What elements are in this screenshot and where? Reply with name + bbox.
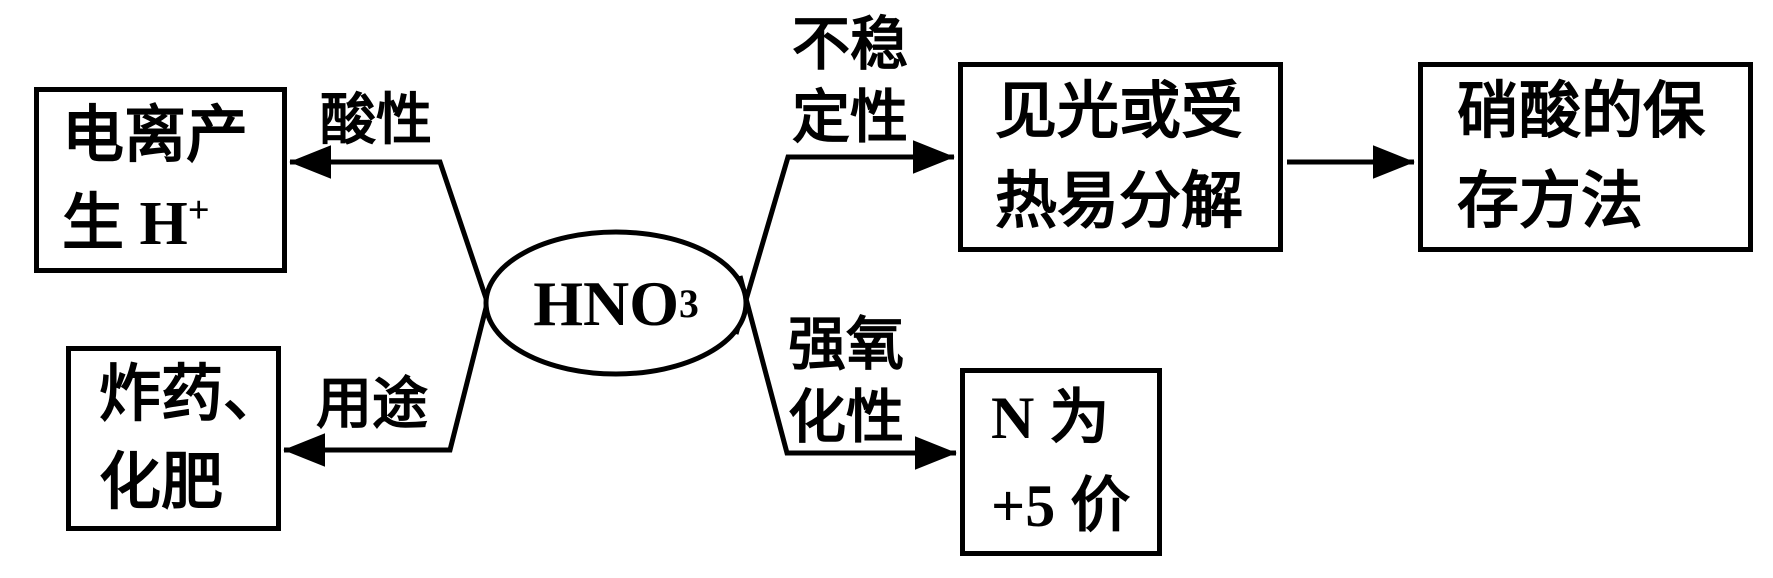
box-storage: 硝酸的保 存方法	[1418, 62, 1753, 252]
label-instability-line2: 定性	[792, 85, 909, 150]
box-ionization-line2: 生 H+	[62, 180, 210, 268]
center-ellipse	[483, 229, 749, 377]
formula-main: HNO	[533, 268, 679, 339]
box-uses-line2: 化肥	[99, 448, 224, 517]
label-acidity: 酸性	[320, 90, 432, 152]
box-uses: 炸药、 化肥	[66, 346, 285, 531]
label-instability: 不稳 定性	[792, 8, 908, 154]
box-uses-line1: 炸药、	[99, 360, 286, 429]
label-oxidizing: 强氧 化性	[788, 308, 904, 454]
arrow-instability	[733, 140, 955, 335]
arrow-acidity	[289, 145, 497, 323]
arrow-uses	[283, 283, 495, 467]
label-uses: 用途	[316, 374, 428, 436]
box-valence-line2: +5 价	[991, 473, 1131, 539]
label-instability-line1: 不稳	[792, 12, 909, 77]
box-valence: N 为 +5 价	[960, 368, 1162, 556]
box-ionization-line1: 电离产	[62, 102, 249, 170]
label-oxidizing-line2: 化性	[788, 385, 905, 450]
h-plus-superscript: +	[187, 189, 210, 232]
box-ionization-line2-text: 生 H	[62, 190, 188, 258]
box-decompose: 见光或受 热易分解	[958, 62, 1283, 252]
box-ionization: 电离产 生 H+	[34, 87, 287, 273]
box-storage-line2: 存方法	[1457, 168, 1644, 236]
label-oxidizing-line1: 强氧	[788, 312, 905, 377]
box-decompose-line2: 热易分解	[995, 168, 1244, 236]
arrow-oxidizing	[737, 275, 957, 470]
box-decompose-line1: 见光或受	[995, 78, 1244, 146]
box-storage-line1: 硝酸的保	[1457, 78, 1706, 146]
box-valence-line1: N 为	[991, 385, 1110, 451]
